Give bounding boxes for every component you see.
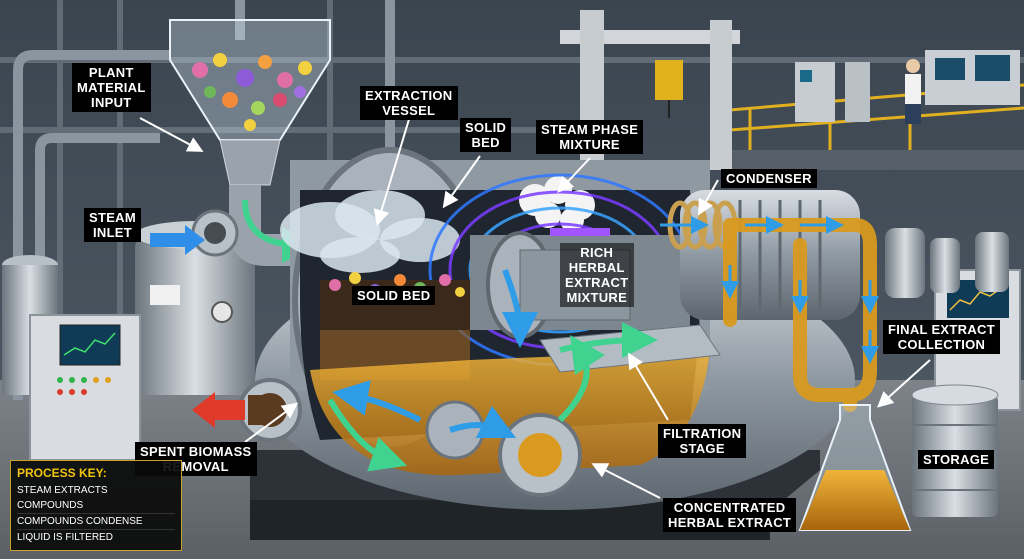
flow-arrow-icon [150,225,245,428]
process-key-item: LIQUID IS FILTERED [17,529,175,545]
process-key: PROCESS KEY: STEAM EXTRACTS COMPOUNDS CO… [10,460,182,551]
process-key-title: PROCESS KEY: [17,466,107,480]
label-storage: STORAGE [918,450,995,469]
label-condenser: CONDENSER [721,169,817,188]
control-panel-icon [29,314,141,461]
process-key-item: STEAM EXTRACTS COMPOUNDS [17,485,108,511]
label-solid-bed-inner: SOLID BED [352,286,436,305]
process-key-item: COMPOUNDS CONDENSE [17,513,175,529]
beaker-icon [798,404,912,531]
